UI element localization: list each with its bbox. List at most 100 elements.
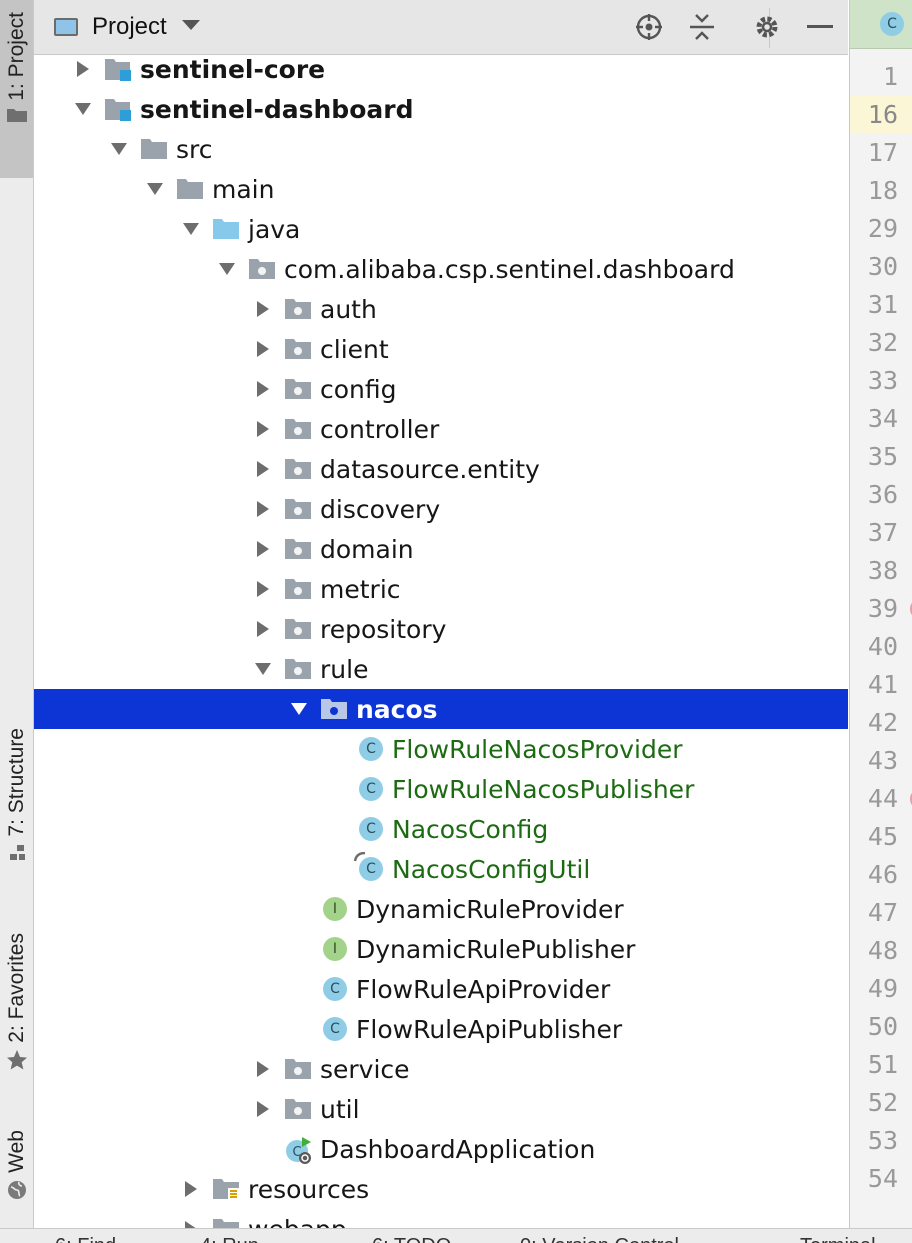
tree-row-label: NacosConfigUtil — [392, 854, 591, 884]
chevron-down-icon[interactable] — [254, 659, 272, 679]
line-number: 39 — [867, 594, 898, 623]
line-number: 46 — [867, 860, 898, 889]
tree-row-label: datasource.entity — [320, 454, 540, 484]
minimize-icon[interactable] — [805, 12, 835, 42]
breakpoint-marker[interactable] — [910, 792, 912, 806]
tree-row[interactable]: client — [34, 329, 848, 369]
bottom-tab-run[interactable]: 4: Run — [200, 1235, 259, 1243]
chevron-down-icon[interactable] — [218, 259, 236, 279]
favorites-tool-tab-label: 2: Favorites — [4, 933, 28, 1043]
tree-row-label: src — [176, 134, 213, 164]
chevron-right-icon[interactable] — [254, 1099, 272, 1119]
chevron-right-icon[interactable] — [74, 59, 92, 79]
chevron-down-icon[interactable] — [181, 18, 201, 36]
tree-row-label: discovery — [320, 494, 441, 524]
tree-row[interactable]: sentinel-dashboard — [34, 89, 848, 129]
tree-row[interactable]: discovery — [34, 489, 848, 529]
chevron-right-icon[interactable] — [254, 379, 272, 399]
chevron-down-icon[interactable] — [146, 179, 164, 199]
locate-file-icon[interactable] — [634, 12, 664, 42]
bottom-tab-find[interactable]: 6: Find — [55, 1235, 116, 1243]
tree-row[interactable]: util — [34, 1089, 848, 1129]
gear-icon[interactable] — [752, 12, 782, 42]
editor-tab[interactable]: C — [850, 0, 912, 49]
folder-icon — [176, 176, 206, 202]
tree-row[interactable]: main — [34, 169, 848, 209]
class-icon: C — [320, 976, 350, 1002]
chevron-down-icon[interactable] — [110, 139, 128, 159]
chevron-right-icon[interactable] — [254, 339, 272, 359]
tree-row[interactable]: src — [34, 129, 848, 169]
folder-icon — [212, 1216, 242, 1228]
package-icon — [284, 376, 314, 402]
tree-row-label: auth — [320, 294, 377, 324]
tree-row[interactable]: resources — [34, 1169, 848, 1209]
bottom-tab-terminal[interactable]: Terminal — [800, 1235, 876, 1243]
chevron-right-icon[interactable] — [254, 1059, 272, 1079]
chevron-right-icon[interactable] — [254, 299, 272, 319]
line-number: 44 — [867, 784, 898, 813]
line-number: 1 — [882, 62, 898, 91]
project-view-icon — [54, 18, 78, 36]
class-icon: C — [356, 776, 386, 802]
tree-row[interactable]: rule — [34, 649, 848, 689]
bottom-tab-version-control[interactable]: 0: Version Control — [520, 1235, 679, 1243]
tree-row[interactable]: controller — [34, 409, 848, 449]
bottom-tab-todo[interactable]: 6: TODO — [372, 1235, 451, 1243]
chevron-right-icon[interactable] — [254, 539, 272, 559]
package-icon — [284, 536, 314, 562]
collapse-all-icon[interactable] — [687, 12, 717, 42]
tree-row[interactable]: com.alibaba.csp.sentinel.dashboard — [34, 249, 848, 289]
favorites-tool-tab[interactable]: 2: Favorites — [0, 925, 33, 1097]
chevron-down-icon[interactable] — [182, 219, 200, 239]
tree-row[interactable]: sentinel-core — [34, 53, 848, 89]
tree-row[interactable]: java — [34, 209, 848, 249]
project-panel-header: Project — [34, 0, 848, 55]
tree-row-label: config — [320, 374, 397, 404]
project-view-title[interactable]: Project — [92, 13, 167, 40]
tree-row[interactable]: config — [34, 369, 848, 409]
line-number: 30 — [867, 252, 898, 281]
tree-row[interactable]: nacos — [34, 689, 848, 729]
chevron-right-icon[interactable] — [182, 1179, 200, 1199]
chevron-right-icon[interactable] — [254, 419, 272, 439]
chevron-right-icon[interactable] — [182, 1219, 200, 1228]
project-tool-tab[interactable]: 1: Project — [0, 0, 33, 178]
line-number: 29 — [867, 214, 898, 243]
line-number: 34 — [867, 404, 898, 433]
abstract-class-icon: C — [354, 852, 386, 882]
tree-row-label: metric — [320, 574, 401, 604]
class-icon: C — [320, 1016, 350, 1042]
chevron-down-icon[interactable] — [290, 699, 308, 719]
chevron-right-icon[interactable] — [254, 619, 272, 639]
tree-row[interactable]: repository — [34, 609, 848, 649]
tree-row[interactable]: service — [34, 1049, 848, 1089]
class-icon: C — [356, 736, 386, 762]
package-icon — [284, 496, 314, 522]
tree-row[interactable]: domain — [34, 529, 848, 569]
tree-row[interactable]: metric — [34, 569, 848, 609]
structure-icon — [7, 843, 27, 868]
tree-row[interactable]: auth — [34, 289, 848, 329]
breakpoint-marker[interactable] — [910, 602, 912, 616]
structure-tool-tab[interactable]: 7: Structure — [0, 720, 33, 890]
tree-row-label: resources — [248, 1174, 370, 1204]
chevron-down-icon[interactable] — [74, 99, 92, 119]
tree-row[interactable]: webapp — [34, 1209, 848, 1228]
chevron-right-icon[interactable] — [254, 499, 272, 519]
chevron-right-icon[interactable] — [254, 579, 272, 599]
tree-row[interactable]: datasource.entity — [34, 449, 848, 489]
web-tool-tab[interactable]: Web — [0, 1122, 33, 1212]
chevron-right-icon[interactable] — [254, 459, 272, 479]
